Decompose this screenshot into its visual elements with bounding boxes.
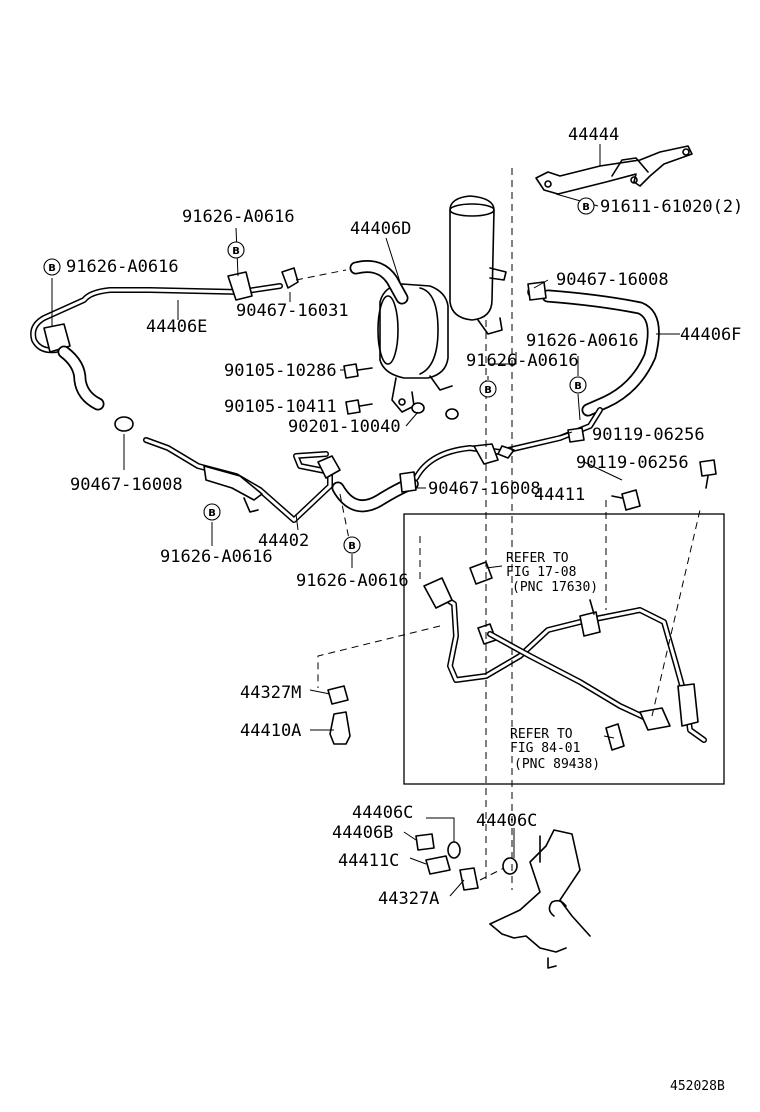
bolt-90119-b xyxy=(611,489,641,511)
label-44406C-a: 44406C xyxy=(352,803,413,823)
label-91626-center-2: 91626-A0616 xyxy=(466,351,579,371)
svg-text:B: B xyxy=(232,246,240,257)
b-symbol: B xyxy=(479,380,497,398)
label-90201-10040: 90201-10040 xyxy=(288,417,401,437)
label-44406F: 44406F xyxy=(680,325,741,345)
reservoir-tank xyxy=(449,195,507,335)
label-91611-61020: 91611-61020(2) xyxy=(600,197,743,217)
refer-note-2-line1: REFER TO xyxy=(510,727,573,742)
label-44406D: 44406D xyxy=(350,219,411,239)
label-44444: 44444 xyxy=(568,125,619,145)
label-44411: 44411 xyxy=(534,485,585,505)
gear-housing xyxy=(489,829,591,969)
bolt-90105-10286 xyxy=(343,363,373,379)
pipe-44402 xyxy=(143,437,341,523)
svg-text:B: B xyxy=(48,263,56,274)
washer-90201-10040 xyxy=(411,402,459,420)
clamp-90467-right xyxy=(527,281,547,301)
label-44406B: 44406B xyxy=(332,823,393,843)
label-91626-center-1: 91626-A0616 xyxy=(526,331,639,351)
pipe-44406E xyxy=(30,271,283,432)
label-44406E: 44406E xyxy=(146,317,207,337)
bolt-90119-a xyxy=(699,459,717,489)
refer-note-2-line3: (PNC 89438) xyxy=(514,757,600,772)
refer-note-1-line1: REFER TO xyxy=(506,551,569,566)
label-90467-16031: 90467-16031 xyxy=(236,301,349,321)
label-91626-bottom-center: 91626-A0616 xyxy=(296,571,409,591)
pipe-44411-upper xyxy=(413,407,603,481)
label-90105-10286: 90105-10286 xyxy=(224,361,337,381)
clamp-90467-mid xyxy=(399,471,417,493)
bottom-fittings xyxy=(327,685,518,891)
leader-lines xyxy=(51,144,680,897)
figure-id: 452028B xyxy=(670,1079,725,1094)
bracket-44444 xyxy=(535,145,693,195)
label-90105-10411: 90105-10411 xyxy=(224,397,337,417)
label-90467-16008-right: 90467-16008 xyxy=(556,270,669,290)
b-symbol: B xyxy=(577,197,595,215)
bolt-90105-10411 xyxy=(345,399,373,415)
part-labels: 44444 91611-61020(2) 91626-A0616 44406D … xyxy=(66,125,743,1094)
label-44327M: 44327M xyxy=(240,683,301,703)
label-90119-06256-b: 90119-06256 xyxy=(576,453,689,473)
assembly-lines xyxy=(295,168,701,890)
label-44327A: 44327A xyxy=(378,889,439,909)
refer-note-2-line2: FIG 84-01 xyxy=(510,741,580,756)
b-symbol: B xyxy=(43,258,61,276)
label-44410A: 44410A xyxy=(240,721,301,741)
refer-note-1-line3: (PNC 17630) xyxy=(512,580,598,595)
b-symbol: B xyxy=(569,376,587,394)
svg-text:B: B xyxy=(348,541,356,552)
label-91626-top: 91626-A0616 xyxy=(182,207,295,227)
pump-body xyxy=(377,283,453,413)
b-symbols: B B B B B B B xyxy=(43,197,595,554)
b-symbol: B xyxy=(343,536,361,554)
svg-text:B: B xyxy=(582,202,590,213)
label-44411C: 44411C xyxy=(338,851,399,871)
svg-text:B: B xyxy=(484,385,492,396)
label-90119-06256-a: 90119-06256 xyxy=(592,425,705,445)
refer-note-1-line2: FIG 17-08 xyxy=(506,565,576,580)
svg-text:B: B xyxy=(208,508,216,519)
label-44402: 44402 xyxy=(258,531,309,551)
b-symbol: B xyxy=(203,503,221,521)
hose-44406D xyxy=(349,260,409,305)
label-44406C-b: 44406C xyxy=(476,811,537,831)
label-90467-16008-mid: 90467-16008 xyxy=(428,479,541,499)
label-91626-left: 91626-A0616 xyxy=(66,257,179,277)
b-symbol: B xyxy=(227,241,245,259)
label-91626-bottom-left: 91626-A0616 xyxy=(160,547,273,567)
svg-text:B: B xyxy=(574,381,582,392)
clamp-90467-16031 xyxy=(281,267,299,289)
label-90467-16008-left: 90467-16008 xyxy=(70,475,183,495)
inset-detail-box xyxy=(403,513,725,785)
